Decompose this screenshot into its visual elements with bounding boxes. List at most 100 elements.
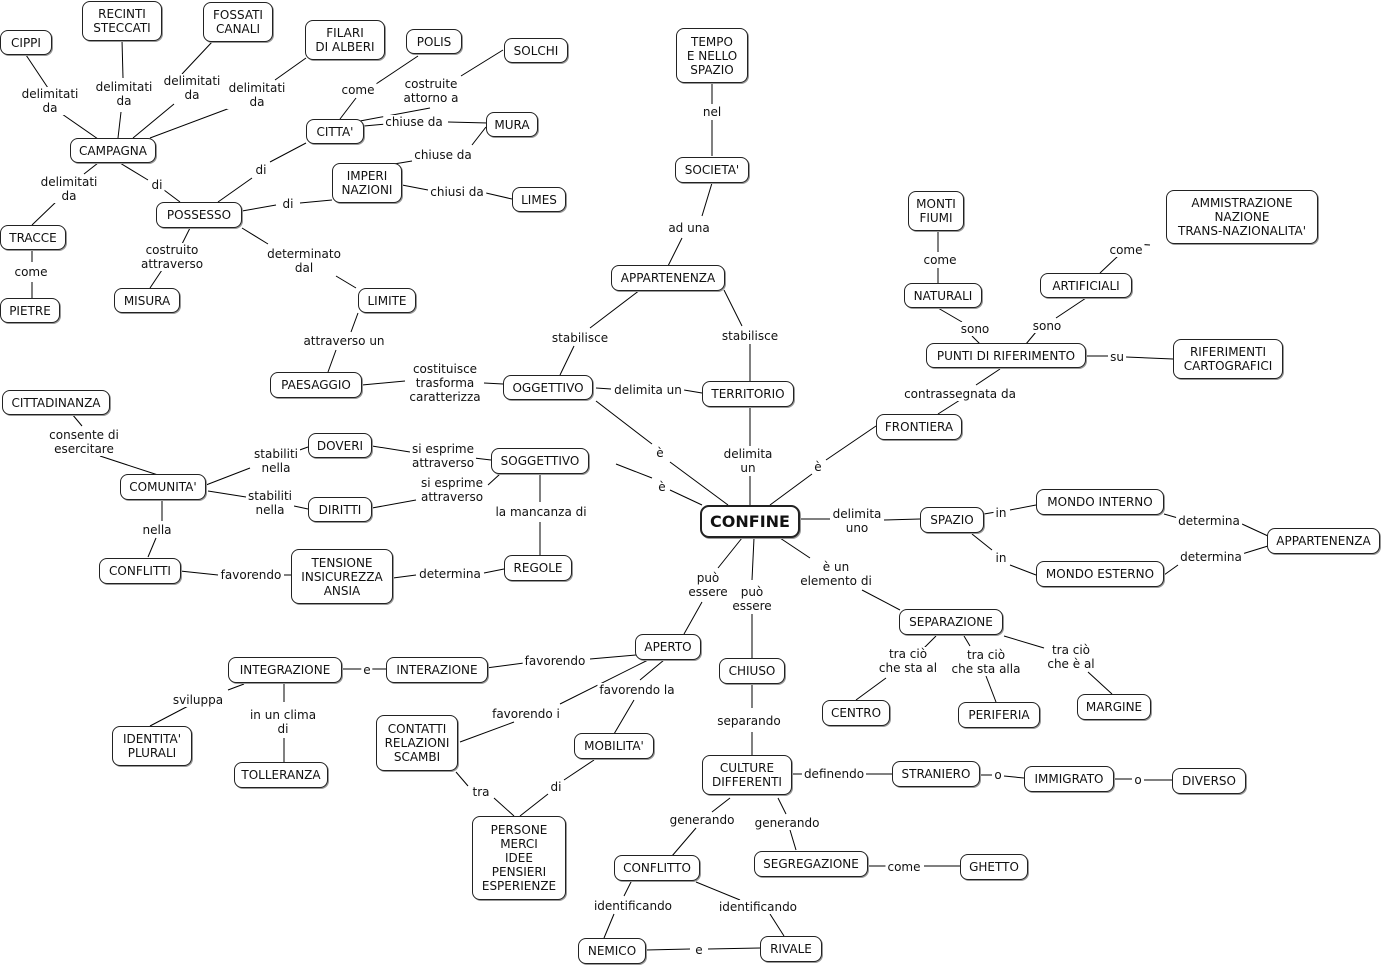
culture-node[interactable]: CULTURE DIFFERENTI xyxy=(702,755,792,795)
diritti-node[interactable]: DIRITTI xyxy=(308,497,372,522)
persone-node[interactable]: PERSONE MERCI IDEE PENSIERI ESPERIENZE xyxy=(472,816,566,900)
contatti-node[interactable]: CONTATTI RELAZIONI SCAMBI xyxy=(376,715,458,771)
link-label: generando xyxy=(667,813,737,827)
link-label: stabiliti nella xyxy=(246,489,294,517)
link-label: identificando xyxy=(591,899,675,913)
appartenenza-top-node[interactable]: APPARTENENZA xyxy=(611,265,725,291)
link-label: può essere xyxy=(730,585,774,613)
monti-node[interactable]: MONTI FIUMI xyxy=(908,191,964,231)
link-label: di xyxy=(280,197,296,211)
rivale-node[interactable]: RIVALE xyxy=(760,936,822,962)
ammistrazione-node[interactable]: AMMISTRAZIONE NAZIONE TRANS-NAZIONALITA' xyxy=(1166,190,1318,244)
nemico-node[interactable]: NEMICO xyxy=(578,938,646,964)
societa-node[interactable]: SOCIETA' xyxy=(675,157,749,183)
solchi-node[interactable]: SOLCHI xyxy=(504,38,568,63)
mondo-interno-node[interactable]: MONDO INTERNO xyxy=(1036,489,1164,515)
link-label: costituisce trasforma caratterizza xyxy=(407,362,483,404)
link-label: delimita un xyxy=(721,447,775,475)
link-label: nel xyxy=(700,105,724,119)
pietre-node[interactable]: PIETRE xyxy=(0,298,60,323)
link-label: è un elemento di xyxy=(798,560,874,588)
soggettivo-node[interactable]: SOGGETTIVO xyxy=(491,448,589,474)
integrazione-node[interactable]: INTEGRAZIONE xyxy=(228,657,342,683)
link-label: può essere xyxy=(686,571,730,599)
filari-node[interactable]: FILARI DI ALBERI xyxy=(305,20,385,60)
mobilita-node[interactable]: MOBILITA' xyxy=(574,733,654,759)
frontiera-node[interactable]: FRONTIERA xyxy=(876,414,962,440)
imperi-node[interactable]: IMPERI NAZIONI xyxy=(332,163,402,203)
link-label: tra ciò che è al xyxy=(1045,643,1097,671)
tempo-node[interactable]: TEMPO E NELLO SPAZIO xyxy=(676,28,748,83)
link-label: e xyxy=(693,943,705,957)
identita-node[interactable]: IDENTITA' PLURALI xyxy=(112,726,192,766)
oggettivo-node[interactable]: OGGETTIVO xyxy=(503,375,593,400)
recinti-node[interactable]: RECINTI STECCATI xyxy=(82,1,162,41)
riferimenti-node[interactable]: RIFERIMENTI CARTOGRAFICI xyxy=(1173,339,1283,379)
link-label: la mancanza di xyxy=(493,505,589,519)
link-label: tra xyxy=(470,785,492,799)
citta-node[interactable]: CITTA' xyxy=(306,119,364,144)
confine-node[interactable]: CONFINE xyxy=(700,505,800,538)
link-label: separando xyxy=(715,714,783,728)
tolleranza-node[interactable]: TOLLERANZA xyxy=(234,762,328,788)
centro-node[interactable]: CENTRO xyxy=(822,700,890,726)
polis-node[interactable]: POLIS xyxy=(406,29,462,54)
link-label: è xyxy=(812,460,824,474)
limes-node[interactable]: LIMES xyxy=(512,187,566,212)
conflitti-node[interactable]: CONFLITTI xyxy=(99,558,181,584)
mondo-esterno-node[interactable]: MONDO ESTERNO xyxy=(1036,561,1164,587)
naturali-node[interactable]: NATURALI xyxy=(904,283,982,308)
tensione-node[interactable]: TENSIONE INSICUREZZA ANSIA xyxy=(291,549,393,604)
chiuso-node[interactable]: CHIUSO xyxy=(719,658,785,684)
link-label: come xyxy=(12,265,50,279)
link-label: in xyxy=(993,506,1009,520)
cittadinanza-node[interactable]: CITTADINANZA xyxy=(2,390,110,415)
straniero-node[interactable]: STRANIERO xyxy=(892,761,980,787)
link-label: come xyxy=(885,860,923,874)
link-label: delimitati da xyxy=(226,81,288,109)
immigrato-node[interactable]: IMMIGRATO xyxy=(1024,766,1114,792)
margine-node[interactable]: MARGINE xyxy=(1077,694,1151,720)
link-label: delimita un xyxy=(612,383,684,397)
misura-node[interactable]: MISURA xyxy=(114,288,180,313)
comunita-node[interactable]: COMUNITA' xyxy=(120,474,206,500)
link-label: come xyxy=(921,253,959,267)
link-label: costruito attraverso xyxy=(138,243,206,271)
periferia-node[interactable]: PERIFERIA xyxy=(958,702,1040,728)
link-label: delimitati da xyxy=(161,74,223,102)
tracce-node[interactable]: TRACCE xyxy=(0,225,66,250)
link-label: determina xyxy=(417,567,483,581)
link-label: stabilisce xyxy=(719,329,781,343)
spazio-node[interactable]: SPAZIO xyxy=(920,507,984,533)
link-label: identificando xyxy=(716,900,800,914)
fossati-node[interactable]: FOSSATI CANALI xyxy=(203,2,273,42)
link-label: su xyxy=(1108,350,1126,364)
punti-node[interactable]: PUNTI DI RIFERIMENTO xyxy=(926,343,1086,368)
link-label: delimita uno xyxy=(830,507,884,535)
mura-node[interactable]: MURA xyxy=(486,112,538,137)
territorio-node[interactable]: TERRITORIO xyxy=(702,381,794,407)
artificiali-node[interactable]: ARTIFICIALI xyxy=(1040,273,1132,298)
link-label: stabilisce xyxy=(549,331,611,345)
regole-node[interactable]: REGOLE xyxy=(504,555,572,581)
link-label: di xyxy=(253,163,269,177)
link-label: favorendo xyxy=(522,654,588,668)
link-label: costruite attorno a xyxy=(401,77,461,105)
aperto-node[interactable]: APERTO xyxy=(635,634,701,660)
doveri-node[interactable]: DOVERI xyxy=(308,433,372,458)
campagna-node[interactable]: CAMPAGNA xyxy=(70,138,156,163)
link-label: è xyxy=(654,446,666,460)
segregazione-node[interactable]: SEGREGAZIONE xyxy=(754,851,868,877)
limite-node[interactable]: LIMITE xyxy=(358,288,416,313)
cippi-node[interactable]: CIPPI xyxy=(0,30,52,55)
conflitto-node[interactable]: CONFLITTO xyxy=(614,855,700,881)
appartenenza-right-node[interactable]: APPARTENENZA xyxy=(1267,528,1380,554)
separazione-node[interactable]: SEPARAZIONE xyxy=(899,609,1003,635)
ghetto-node[interactable]: GHETTO xyxy=(960,854,1028,880)
paesaggio-node[interactable]: PAESAGGIO xyxy=(270,372,362,398)
link-label: di xyxy=(149,178,165,192)
diverso-node[interactable]: DIVERSO xyxy=(1172,768,1246,794)
interazione-node[interactable]: INTERAZIONE xyxy=(386,657,488,683)
possesso-node[interactable]: POSSESSO xyxy=(156,202,242,228)
